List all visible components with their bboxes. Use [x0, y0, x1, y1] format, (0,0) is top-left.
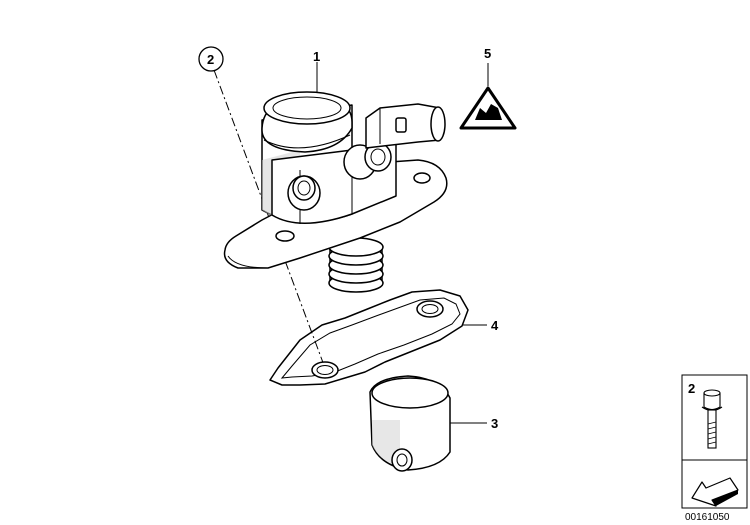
callout-4: 4: [463, 318, 499, 333]
pump-spring: [328, 237, 384, 293]
pump-fitting-front: [287, 175, 321, 211]
svg-text:2: 2: [207, 52, 214, 67]
callout-2: 2: [198, 46, 224, 72]
svg-text:4: 4: [491, 318, 499, 333]
bolt-inset-box[interactable]: 2: [681, 374, 748, 509]
electrostatic-warning-triangle-icon: [459, 86, 517, 130]
svg-text:5: 5: [484, 46, 491, 61]
svg-text:1: 1: [313, 49, 320, 64]
drawing-number: 00161050: [685, 512, 730, 523]
high-pressure-pump-part-1[interactable]: [223, 91, 448, 293]
callout-5: 5: [484, 46, 491, 86]
flange-bolt-hole: [275, 230, 295, 242]
callout-1: 1: [313, 49, 320, 92]
pump-fitting-rear: [343, 142, 392, 180]
direction-arrow-icon: [691, 477, 739, 507]
svg-text:2: 2: [688, 381, 695, 396]
bolt-icon: [701, 389, 723, 449]
callout-3: 3: [450, 416, 498, 431]
roller-tappet-part-3[interactable]: [369, 375, 451, 472]
pump-electrical-connector: [365, 103, 446, 149]
svg-text:3: 3: [491, 416, 498, 431]
gasket-part-4[interactable]: [269, 289, 469, 386]
